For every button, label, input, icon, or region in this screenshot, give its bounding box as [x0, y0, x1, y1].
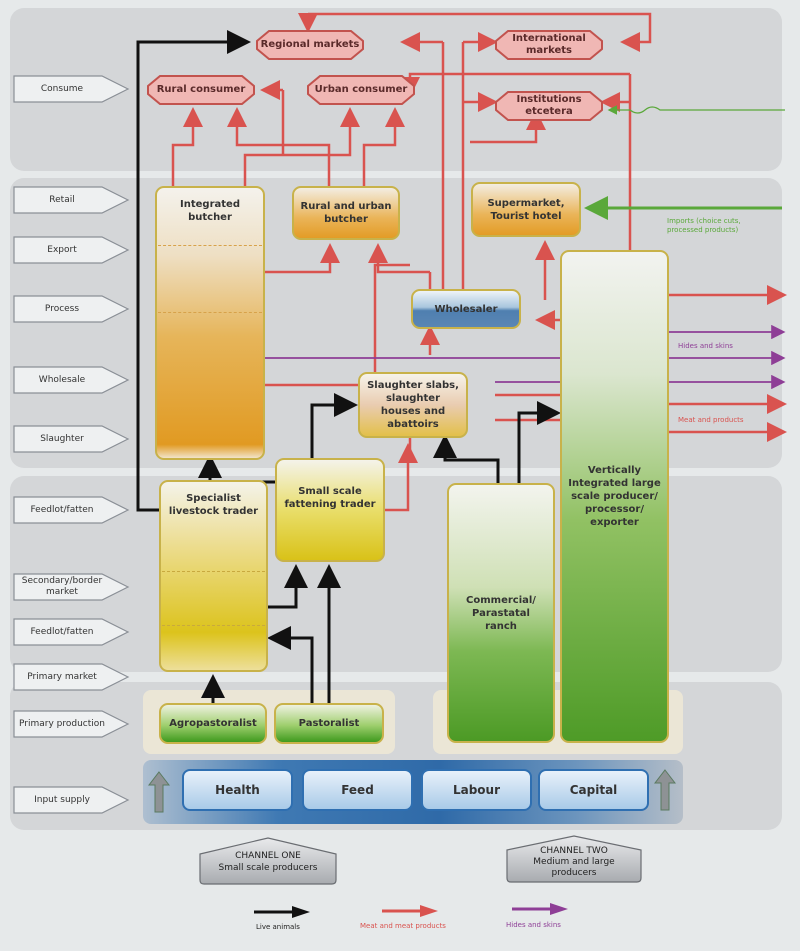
hides-annotation: Hides and skins	[678, 342, 733, 350]
integrated-butcher-node: Integrated butcher	[155, 186, 265, 460]
imports-annotation: Imports (choice cuts, processed products…	[667, 217, 741, 234]
stage-primary-market: Primary market	[12, 662, 130, 692]
dashed-divider	[162, 571, 265, 572]
stage-secondary-market: Secondary/border market	[12, 572, 130, 602]
regional-markets-node: Regional markets	[255, 29, 365, 61]
dashed-divider	[158, 312, 262, 313]
channel-two-label: CHANNEL TWO Medium and large producers	[503, 834, 645, 884]
rural-urban-butcher-node: Rural and urban butcher	[292, 186, 400, 240]
commercial-ranch-node: Commercial/ Parastatal ranch	[447, 483, 555, 743]
legend-live-animals: Live animals	[256, 923, 300, 931]
stage-retail: Retail	[12, 185, 130, 215]
vertical-producer-node: Vertically Integrated large scale produc…	[560, 250, 669, 743]
legend-meat-arrow-icon	[382, 905, 438, 917]
meat-annotation: Meat and products	[678, 416, 744, 424]
input-health: Health	[182, 769, 293, 811]
up-arrow-icon	[654, 769, 676, 811]
dashed-divider	[158, 245, 262, 246]
slaughter-node: Slaughter slabs, slaughter houses and ab…	[358, 372, 468, 438]
up-arrow-icon	[148, 771, 170, 813]
legend-hides: Hides and skins	[506, 921, 561, 929]
stage-feedlot-1: Feedlot/fatten	[12, 495, 130, 525]
stage-input-supply: Input supply	[12, 785, 130, 815]
live-animal-flow-lines	[136, 30, 561, 705]
pastoralist-node: Pastoralist	[274, 703, 384, 744]
legend-hides-arrow-icon	[512, 903, 568, 915]
stage-wholesale: Wholesale	[12, 365, 130, 395]
supermarket-node: Supermarket, Tourist hotel	[471, 182, 581, 237]
stage-export: Export	[12, 235, 130, 265]
channel-one-label: CHANNEL ONE Small scale producers	[196, 836, 340, 886]
fattening-trader-node: Small scale fattening trader	[275, 458, 385, 562]
international-markets-node: International markets	[494, 29, 604, 61]
dashed-divider	[162, 625, 265, 626]
agropastoralist-node: Agropastoralist	[159, 703, 267, 744]
meat-flow-lines	[171, 12, 787, 512]
urban-consumer-node: Urban consumer	[306, 74, 416, 106]
input-capital: Capital	[538, 769, 649, 811]
input-labour: Labour	[421, 769, 532, 811]
specialist-trader-node: Specialist livestock trader	[159, 480, 268, 672]
stage-slaughter: Slaughter	[12, 424, 130, 454]
wholesaler-node: Wholesaler	[411, 289, 521, 329]
legend-meat: Meat and meat products	[360, 922, 446, 930]
rural-consumer-node: Rural consumer	[146, 74, 256, 106]
stage-consume: Consume	[12, 74, 130, 104]
stage-primary-production: Primary production	[12, 709, 130, 739]
institutions-node: Institutions etcetera	[494, 90, 604, 122]
import-flow-lines	[584, 105, 785, 220]
stage-feedlot-2: Feedlot/fatten	[12, 617, 130, 647]
legend-live-arrow-icon	[254, 906, 310, 918]
stage-process: Process	[12, 294, 130, 324]
hides-flow-lines	[265, 324, 786, 390]
input-feed: Feed	[302, 769, 413, 811]
